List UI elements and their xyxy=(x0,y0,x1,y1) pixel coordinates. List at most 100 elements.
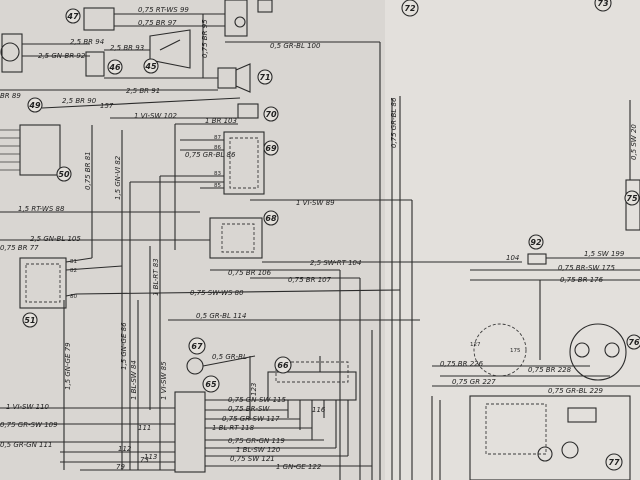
component-73-number: 73 xyxy=(597,0,609,8)
wire-label-rt-ws-99: 0,75 RT-WS 99 xyxy=(138,6,189,14)
wire-label-gn-ge-86: 1,5 GN-GE 86 xyxy=(120,322,128,370)
component-47-circle xyxy=(65,8,81,24)
wire-label-sw-ws-80: 0,75 SW-WS 80 xyxy=(190,289,244,297)
component-45-number: 45 xyxy=(144,62,157,71)
component-75-number: 75 xyxy=(626,194,638,203)
wire-label-sw-199: 1,5 SW 199 xyxy=(584,250,625,258)
component-65-circle xyxy=(202,375,220,393)
wire-label-123: 123 xyxy=(250,383,258,396)
wire-label-gn-ge-79: 1,5 GN-GE 79 xyxy=(64,342,72,390)
component-72-number: 72 xyxy=(404,4,416,13)
wire-label-175: 175 xyxy=(510,348,521,354)
wire-label-73: 73 xyxy=(140,456,149,464)
svg-text:82: 82 xyxy=(70,268,77,274)
component-72-circle xyxy=(401,0,419,17)
wire-label-gr-sw-109: 0,75 GR-SW 109 xyxy=(0,421,58,429)
wire-label-gr-bl-229: 0,75 GR-BL 229 xyxy=(548,387,603,395)
component-75-circle xyxy=(624,190,640,206)
wire-label-gr-bl-86: 0,75 GR-BL 86 xyxy=(185,151,236,159)
component-76-number: 76 xyxy=(628,338,640,347)
wire-label-127: 127 xyxy=(470,342,481,348)
wire-label-116: 116 xyxy=(312,406,326,414)
wire-label-sw-121: 0,75 SW 121 xyxy=(230,455,275,463)
svg-text:87: 87 xyxy=(214,135,221,141)
component-70-circle xyxy=(263,106,279,122)
svg-text:85: 85 xyxy=(214,183,221,189)
wire-label-157: 157 xyxy=(100,102,114,110)
wire-label-gn-bl-105: 2,5 GN-BL 105 xyxy=(30,235,81,243)
component-50-circle xyxy=(56,166,72,182)
component-51-circle xyxy=(22,312,38,328)
component-68-circle xyxy=(263,210,279,226)
wire-label-gn-br-92: 2,5 GN-BR 92 xyxy=(38,52,86,60)
svg-text:83: 83 xyxy=(214,171,221,177)
wire-label-gr-227: 0,75 GR 227 xyxy=(452,378,496,386)
wire-label-br-94: 2,5 BR 94 xyxy=(70,38,104,46)
wire-label-br-95: 0,75 BR 95 xyxy=(201,19,209,58)
component-67-circle xyxy=(188,337,206,355)
wire-label-gr-bl-100: 0,5 GR-BL 100 xyxy=(270,42,321,50)
component-71-circle xyxy=(257,69,273,85)
wire-label-vi-sw-89: 1 VI-SW 89 xyxy=(296,199,335,207)
component-69-number: 69 xyxy=(265,144,277,153)
wire-label-sw-vertical-right: 0,5 SW 20 xyxy=(630,124,638,160)
wire-label-bl-sw-120: 1 BL-SW 120 xyxy=(236,446,281,454)
wire-label-br-103: 1 BR 103 xyxy=(205,117,237,125)
component-51-number: 51 xyxy=(24,316,35,325)
wire-label-113: 113 xyxy=(144,453,157,461)
component-67-number: 67 xyxy=(191,342,203,351)
wire-label-br-89: BR 89 xyxy=(0,92,21,100)
component-92-circle xyxy=(528,234,544,250)
component-49-circle xyxy=(27,97,43,113)
wire-label-112: 112 xyxy=(118,445,132,453)
component-92-number: 92 xyxy=(530,238,542,247)
wire-label-vi-sw-110: 1 VI-SW 110 xyxy=(6,403,50,411)
svg-text:80: 80 xyxy=(70,294,77,300)
wire-label-bl-rt-118: 1 BL-RT 118 xyxy=(212,424,255,432)
wire-label-104: 104 xyxy=(506,254,519,262)
component-73-circle xyxy=(594,0,612,12)
component-66-circle xyxy=(274,356,292,374)
component-46-number: 46 xyxy=(108,63,121,72)
component-66-number: 66 xyxy=(277,361,289,370)
wire-label-gn-ge-122: 1 GN-GE 122 xyxy=(276,463,322,471)
component-65-number: 65 xyxy=(205,380,217,389)
component-47-number: 47 xyxy=(66,12,79,21)
component-69-circle xyxy=(263,140,279,156)
wire-label-rt-ws-88: 1,5 RT-WS 88 xyxy=(18,205,65,213)
wire-label-br-176: 0,75 BR 176 xyxy=(560,276,604,284)
wire-label-gr-bl-67: 0,5 GR-BL xyxy=(212,353,247,361)
wire-label-br-81: 0,75 BR 81 xyxy=(84,151,92,190)
component-68-number: 68 xyxy=(265,214,277,223)
wire-label-vi-sw-85: 1 VI-SW 85 xyxy=(160,361,168,400)
wire-label-gr-gn-111: 0,5 GR-GN 111 xyxy=(0,441,52,449)
svg-text:86: 86 xyxy=(214,145,221,151)
wire-label-gr-gn-119: 0,75 GR-GN 119 xyxy=(228,437,285,445)
svg-text:81: 81 xyxy=(70,259,77,265)
wire-label-br-93: 2,5 BR 93 xyxy=(110,44,144,52)
component-45-circle xyxy=(143,58,159,74)
wire-label-bl-sw-84: 1 BL-SW 84 xyxy=(130,360,138,400)
component-71-number: 71 xyxy=(259,73,270,82)
wire-label-gr-bl-114: 0,5 GR-BL 114 xyxy=(196,312,246,320)
wire-label-br-77: 0,75 BR 77 xyxy=(0,244,39,252)
wire-label-br-91: 2,5 BR 91 xyxy=(126,87,160,95)
component-76-circle xyxy=(626,334,640,350)
wire-label-gn-sw-115: 0,75 GN-SW 115 xyxy=(228,396,286,404)
wire-label-gr-sw-117: 0,75 GR-SW 117 xyxy=(222,415,280,423)
wire-label-79: 79 xyxy=(116,463,125,471)
wire-label-br-sw-116: 0,75 BR-SW xyxy=(228,405,270,413)
wire-label-br-sw-175: 0,75 BR-SW 175 xyxy=(558,264,616,272)
component-77-number: 77 xyxy=(608,458,620,467)
wire-label-br-107: 0,75 BR 107 xyxy=(288,276,332,284)
wire-label-vi-sw-102: 1 VI-SW 102 xyxy=(134,112,178,120)
wire-label-br-90: 2,5 BR 90 xyxy=(62,97,97,105)
wire-label-gn-vi-82: 1,5 GN-VI 82 xyxy=(114,155,122,200)
component-46-circle xyxy=(107,59,123,75)
component-50-number: 50 xyxy=(58,170,70,179)
wire-label-sw-rt-104: 2,5 SW-RT 104 xyxy=(310,259,361,267)
wire-label-br-97: 0,75 BR 97 xyxy=(138,19,177,27)
wire-label-bl-rt-83: 1 BL-RT 83 xyxy=(152,258,160,296)
